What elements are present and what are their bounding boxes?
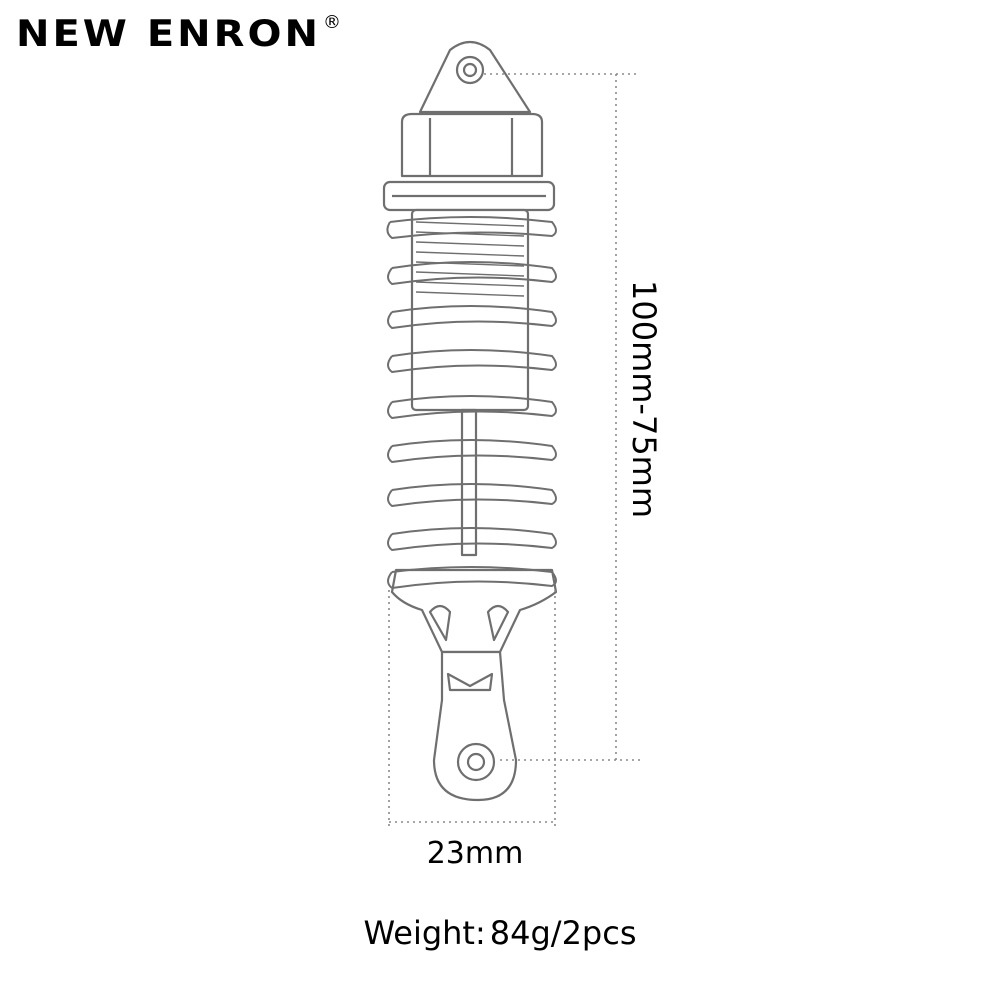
brand-name: NEW ENRON: [16, 12, 321, 56]
coil-spring: [386, 216, 557, 590]
piston-rod: [460, 408, 478, 557]
length-dimension-label: 100mm-75mm: [625, 279, 663, 519]
weight-label: Weight:: [363, 914, 486, 952]
weight-value: 84g/2pcs: [489, 914, 637, 952]
dimension-lines: [388, 73, 640, 830]
registered-mark: ®: [322, 12, 341, 33]
weight-text: Weight:84g/2pcs: [0, 914, 1000, 952]
brand-logo: NEW ENRON ®: [16, 12, 341, 60]
shock-body: [410, 208, 530, 412]
width-dimension-label: 23mm: [426, 836, 524, 871]
shock-cap: [400, 112, 544, 178]
